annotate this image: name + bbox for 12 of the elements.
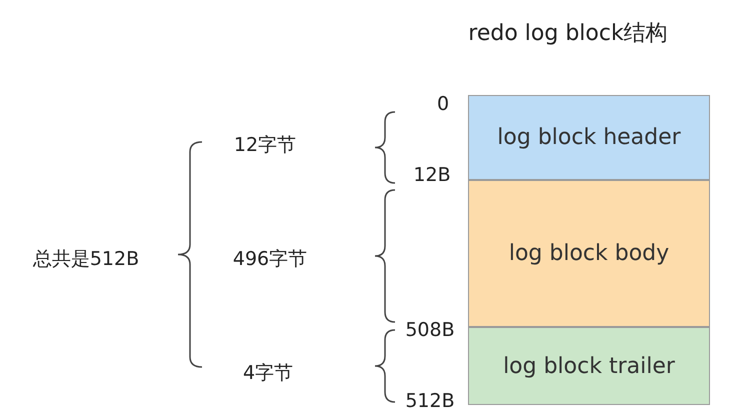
offset-label: 12B (413, 164, 451, 186)
size-label: 496字节 (232, 247, 308, 272)
section-box: log block body (468, 180, 710, 327)
title: redo log block结构 (468, 20, 668, 48)
section-box: log block header (468, 95, 710, 180)
offset-label: 512B (405, 390, 455, 412)
offset-label: 508B (405, 319, 455, 341)
section-box: log block trailer (468, 327, 710, 405)
size-label: 4字节 (242, 361, 294, 386)
total-label: 总共是512B (32, 247, 140, 272)
offset-label: 0 (436, 93, 450, 115)
size-label: 12字节 (234, 133, 296, 158)
